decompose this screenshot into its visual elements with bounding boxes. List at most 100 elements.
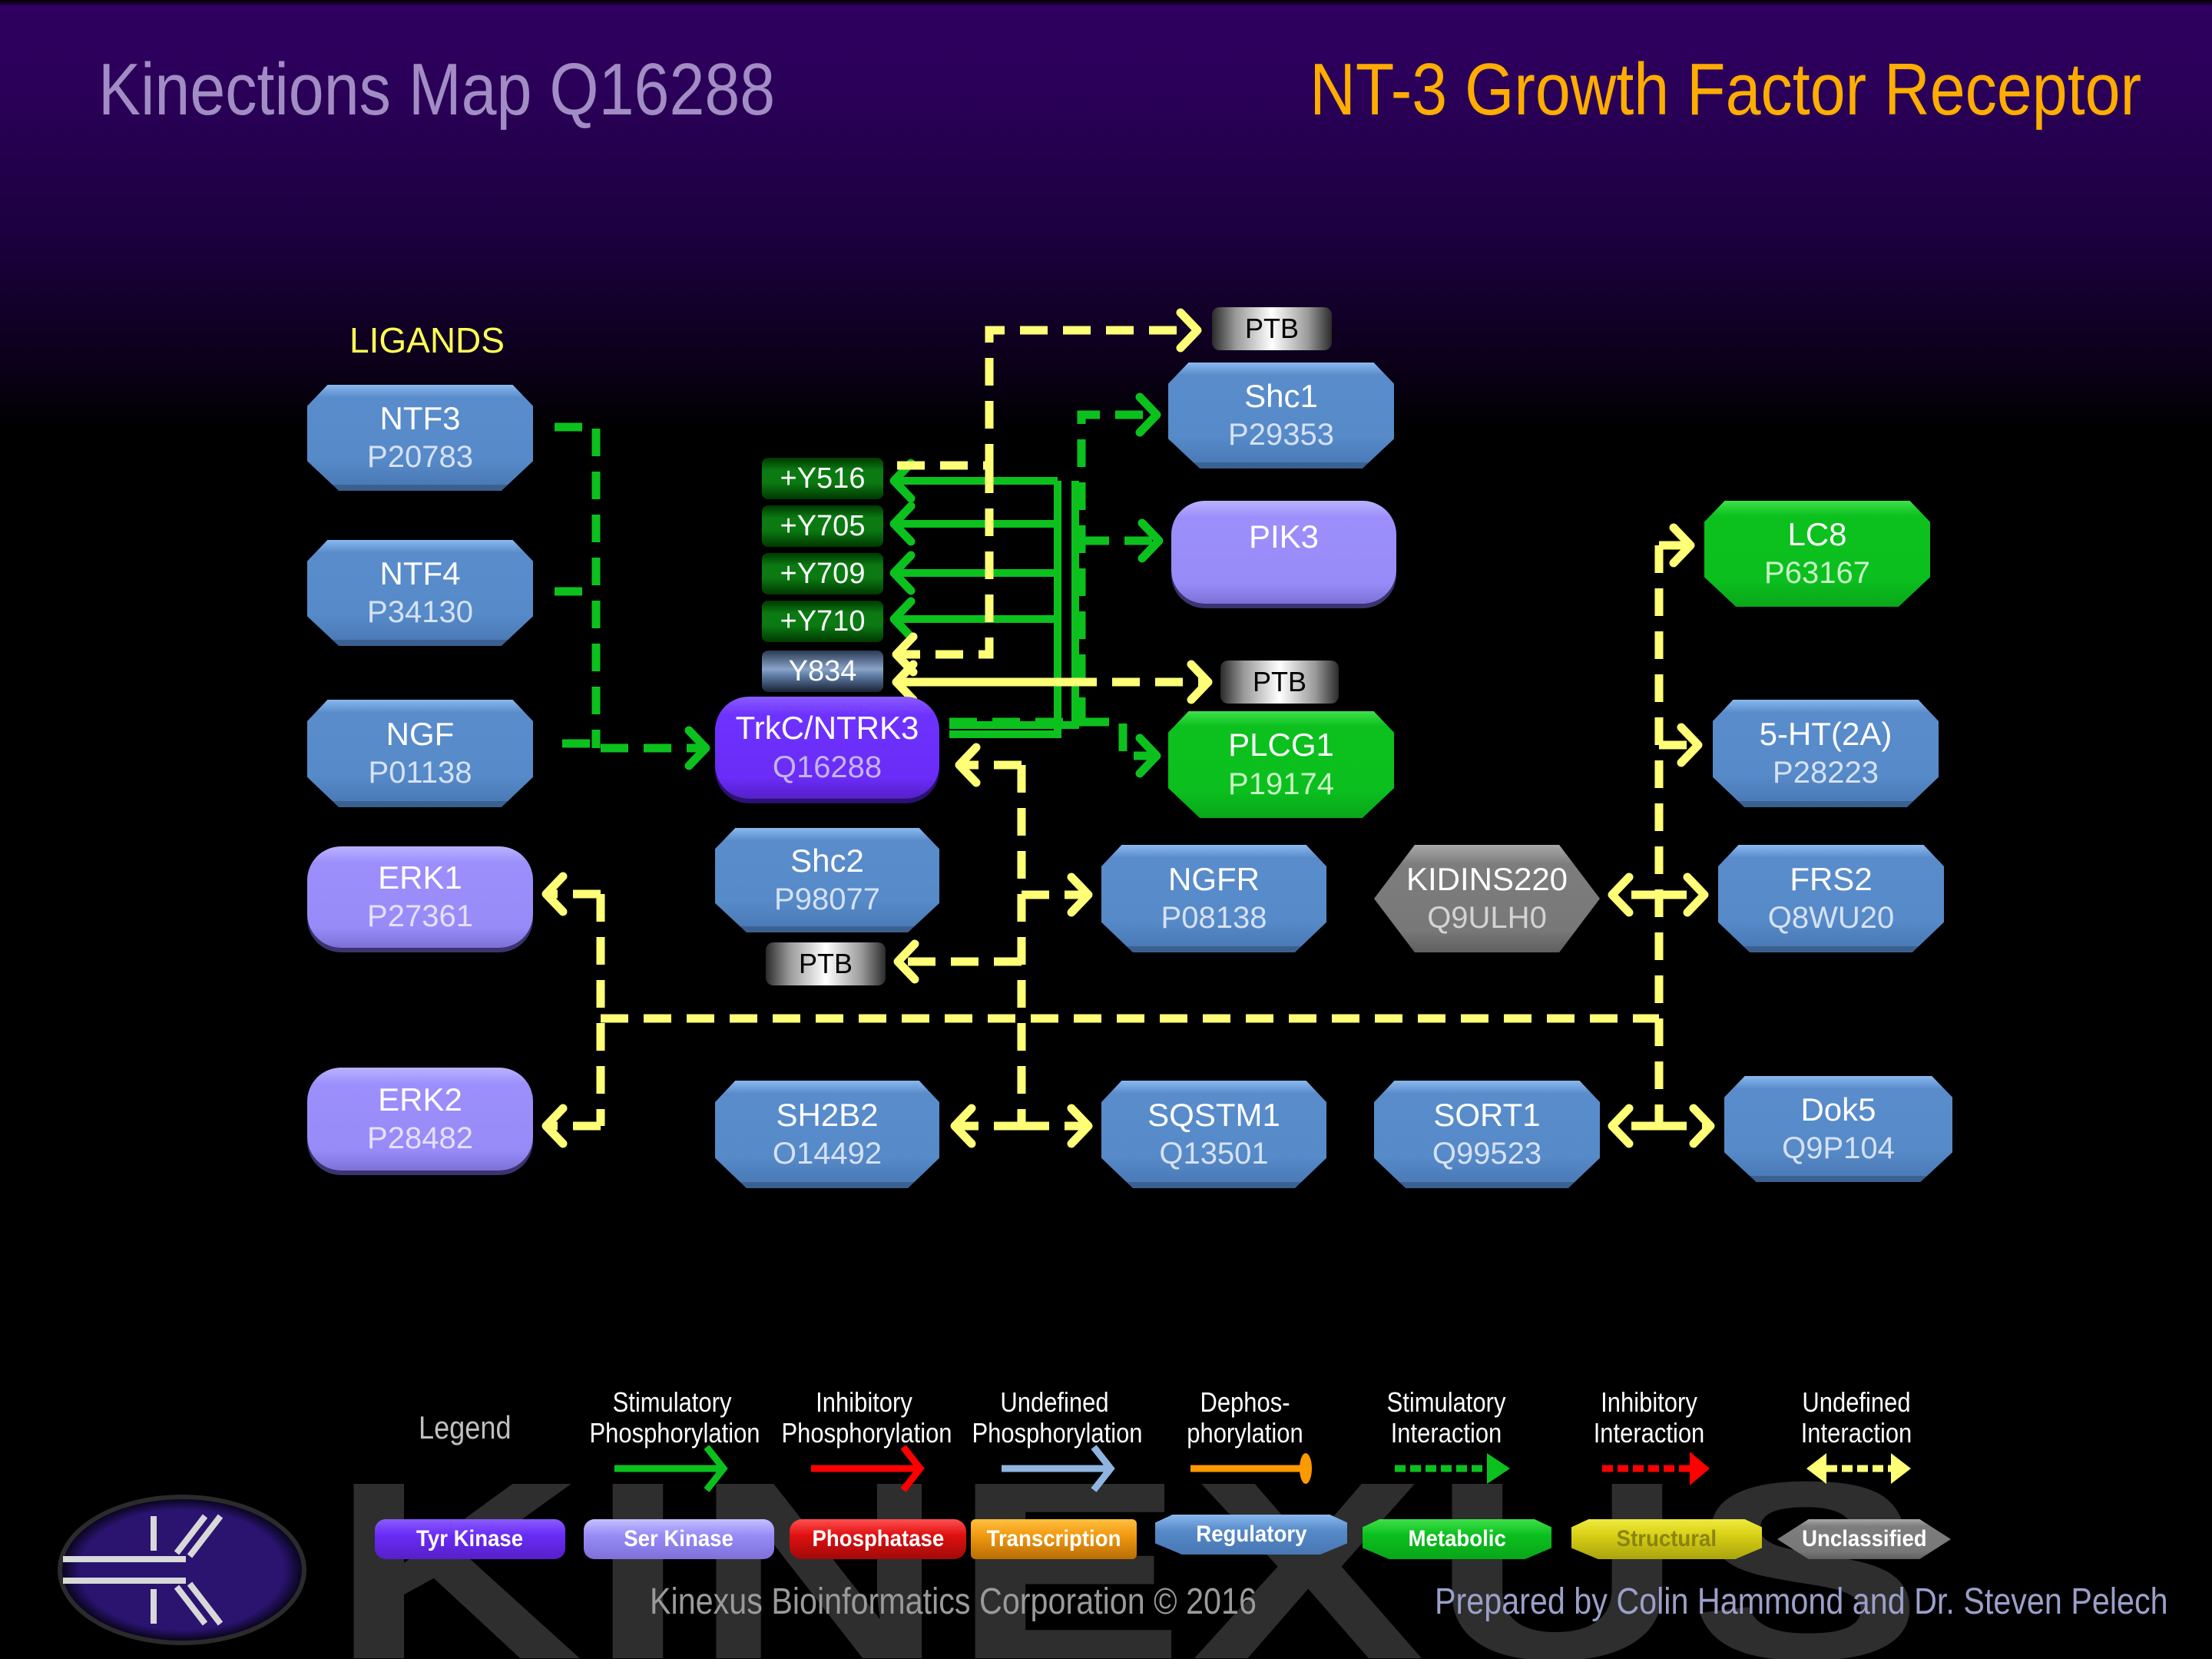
node-name: ERK2 [378, 1081, 462, 1118]
node-accession: Q99523 [1432, 1137, 1542, 1171]
legend-chip-transcription: Transcription [971, 1519, 1137, 1559]
kinexus-logo [58, 1495, 306, 1645]
node-accession: P98077 [774, 882, 880, 917]
node-dok5[interactable]: Dok5 Q9P104 [1724, 1076, 1952, 1182]
protein-full-name: NT-3 Growth Factor Receptor [1310, 48, 2141, 131]
legend-label-undef-int: Undefined Interaction [1774, 1386, 1939, 1449]
node-name: Shc2 [790, 842, 864, 879]
node-accession: P34130 [367, 595, 473, 630]
ligand-links [555, 422, 710, 770]
node-name: FRS2 [1790, 860, 1873, 897]
node-accession: Q9ULH0 [1427, 901, 1547, 935]
legend-label-stim-phos: Stimulatory Phosphorylation [589, 1386, 760, 1449]
node-name: SQSTM1 [1147, 1096, 1280, 1133]
node-5-ht2a[interactable]: 5-HT(2A) P28223 [1713, 700, 1939, 807]
copyright-text: Kinexus Bioinformatics Corporation © 201… [650, 1581, 1257, 1622]
legend-arrowhead-stim-int [1487, 1453, 1510, 1484]
legend-line2: Interaction [1390, 1417, 1502, 1449]
ptb-domain-top[interactable]: PTB [1212, 307, 1332, 350]
site-y709[interactable]: +Y709 [762, 553, 883, 594]
legend-arrows [614, 1445, 1911, 1492]
legend-line1: Dephos- [1200, 1386, 1290, 1418]
node-accession: Q8WU20 [1767, 901, 1895, 935]
node-name: NTF3 [379, 399, 461, 436]
node-lc8[interactable]: LC8 P63167 [1704, 501, 1930, 607]
node-shc2[interactable]: Shc2 P98077 [715, 828, 939, 932]
node-name: KIDINS220 [1406, 860, 1568, 897]
node-accession: P08138 [1161, 901, 1267, 935]
node-name: NGF [386, 715, 455, 752]
node-sh2b2[interactable]: SH2B2 O14492 [715, 1081, 939, 1188]
legend-chip-metabolic: Metabolic [1363, 1519, 1551, 1559]
legend-arrowhead-undef-phos [1091, 1445, 1115, 1492]
site-y710[interactable]: +Y710 [762, 601, 883, 642]
legend-chip-structural: Structural [1571, 1519, 1762, 1559]
autophos-links [889, 459, 1079, 738]
legend-label-dephos: Dephos- phorylation [1163, 1386, 1328, 1449]
ptb-domain-shc2[interactable]: PTB [766, 942, 886, 985]
node-accession: P01138 [368, 756, 472, 790]
legend-title: Legend [419, 1409, 512, 1445]
legend-arrowhead-inhib-int [1690, 1452, 1710, 1485]
node-accession: P29353 [1228, 418, 1334, 452]
node-name: Dok5 [1800, 1091, 1876, 1128]
legend-line1: Undefined [1802, 1386, 1911, 1418]
interaction-links [541, 308, 1715, 1148]
link-y834-ptb-loop [892, 465, 994, 677]
legend-line1: Stimulatory [612, 1386, 732, 1418]
legend-line2: Phosphorylation [781, 1417, 952, 1449]
legend-line1: Stimulatory [1386, 1386, 1506, 1418]
ligands-label: LIGANDS [349, 320, 505, 360]
legend-label-inhib-phos: Inhibitory Phosphorylation [781, 1386, 952, 1449]
trunk-autophos [949, 481, 1061, 738]
node-name: Shc1 [1244, 377, 1318, 414]
node-kidins220[interactable]: KIDINS220 Q9ULH0 [1374, 845, 1600, 952]
ptb-domain-mid[interactable]: PTB [1220, 661, 1339, 704]
site-y834[interactable]: Y834 [762, 651, 883, 692]
trunk-autophos-b [949, 481, 1079, 729]
node-name: SH2B2 [776, 1096, 879, 1133]
node-erk2[interactable]: ERK2 P28482 [307, 1068, 533, 1171]
node-erk1[interactable]: ERK1 P27361 [307, 846, 533, 948]
link-ntf3-trkc [555, 422, 601, 748]
legend-dephos-end [1300, 1453, 1312, 1484]
legend-arrowhead-undef-int-left [1806, 1453, 1826, 1484]
node-plcg1[interactable]: PLCG1 P19174 [1168, 711, 1394, 818]
node-accession: P20783 [367, 440, 473, 475]
node-name: PIK3 [1248, 518, 1320, 555]
node-accession: O14492 [772, 1137, 882, 1171]
node-sqstm1[interactable]: SQSTM1 Q13501 [1101, 1081, 1326, 1188]
site-y705[interactable]: +Y705 [762, 505, 883, 547]
node-ngfr[interactable]: NGFR P08138 [1101, 845, 1326, 952]
legend-label-stim-int: Stimulatory Interaction [1364, 1386, 1529, 1449]
node-ntf3[interactable]: NTF3 P20783 [307, 385, 533, 491]
site-y516[interactable]: +Y516 [762, 458, 883, 499]
legend-line2: Phosphorylation [972, 1417, 1143, 1449]
node-name: SORT1 [1433, 1096, 1541, 1133]
legend-line2: Interaction [1800, 1417, 1912, 1449]
legend-chip-unclassified: Unclassified [1777, 1519, 1951, 1559]
node-pik3[interactable]: PIK3 [1171, 501, 1396, 604]
credits-text: Prepared by Colin Hammond and Dr. Steven… [1435, 1581, 2168, 1622]
node-accession: Q9P104 [1782, 1131, 1895, 1166]
substrate-links [949, 392, 1164, 778]
node-shc1[interactable]: Shc1 P29353 [1168, 363, 1394, 469]
legend-arrowhead-stim-phos [704, 1445, 728, 1492]
node-trkc-ntrk3[interactable]: TrkC/NTRK3 Q16288 [715, 697, 939, 799]
legend-chip-phosphatase: Phosphatase [790, 1519, 966, 1559]
node-name: NTF4 [379, 555, 461, 591]
link-trkc-plcg1 [1081, 717, 1161, 778]
node-name: ERK1 [378, 859, 462, 896]
node-frs2[interactable]: FRS2 Q8WU20 [1718, 845, 1944, 952]
node-ntf4[interactable]: NTF4 P34130 [307, 540, 533, 646]
legend-arrowhead-inhib-phos [900, 1445, 925, 1492]
node-accession: P28223 [1773, 756, 1879, 790]
node-sort1[interactable]: SORT1 Q99523 [1374, 1081, 1600, 1188]
legend-label-undef-phos: Undefined Phosphorylation [972, 1386, 1143, 1449]
node-accession: Q16288 [772, 750, 882, 784]
legend-chip-ser-kinase: Ser Kinase [584, 1519, 774, 1559]
legend-line1: Inhibitory [1601, 1386, 1697, 1418]
node-ngf[interactable]: NGF P01138 [307, 700, 533, 807]
legend-line2: Phosphorylation [589, 1417, 760, 1449]
legend-label-inhib-int: Inhibitory Interaction [1567, 1386, 1732, 1449]
